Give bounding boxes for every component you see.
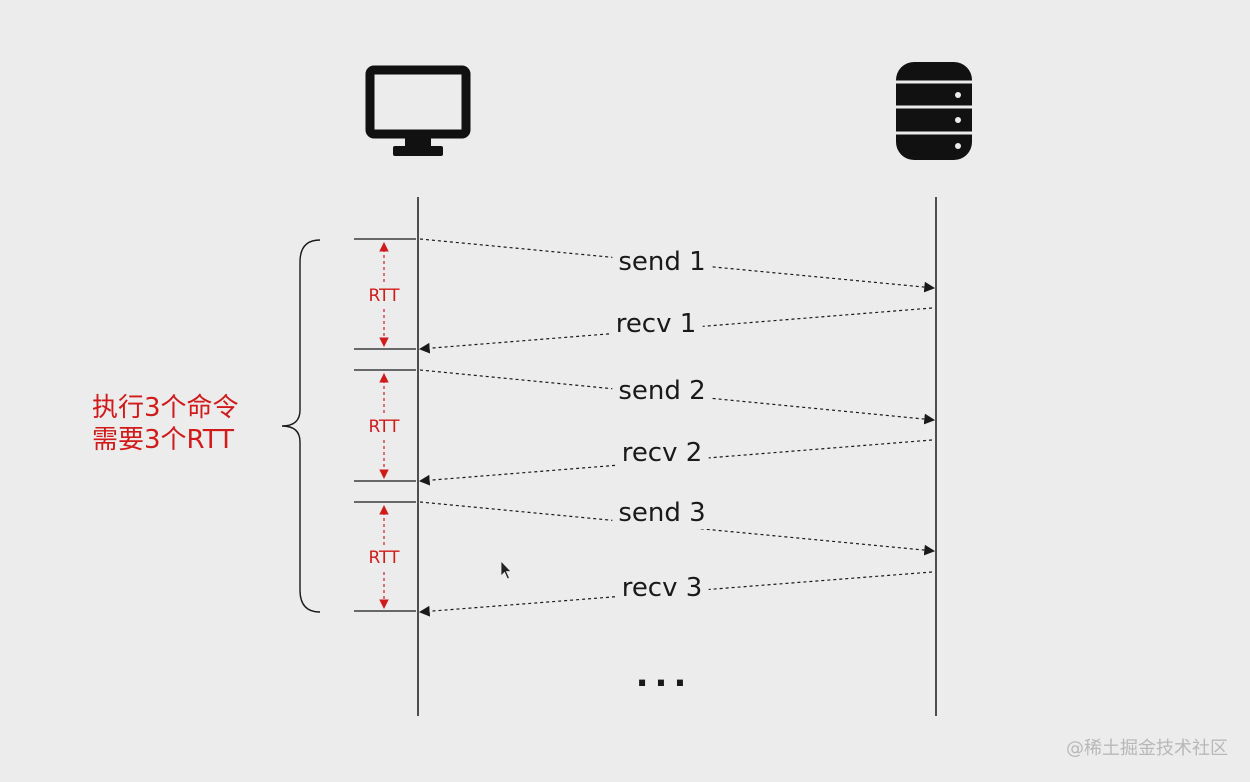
watermark: @稀土掘金技术社区 (1066, 738, 1228, 759)
message-label-recv-3: recv 3 (615, 572, 709, 604)
message-label-send-3: send 3 (612, 497, 712, 529)
rtt-label-2: RTT (368, 416, 400, 438)
message-arrow-recv-3 (418, 571, 933, 617)
summary-line-2: 需要3个RTT (92, 425, 235, 455)
rtt-ticks (354, 238, 416, 612)
rtt-label-1: RTT (368, 285, 400, 307)
summary-line-1: 执行3个命令 (92, 393, 239, 423)
summary-annotation: 执行3个命令 需要3个RTT (92, 392, 239, 456)
message-label-recv-2: recv 2 (615, 437, 709, 469)
monitor-icon (365, 65, 471, 156)
message-label-send-1: send 1 (612, 246, 712, 278)
continuation-ellipsis: ... (635, 655, 693, 695)
message-arrow-recv-2 (418, 439, 933, 486)
database-server-icon (896, 62, 972, 160)
mouse-cursor-icon (500, 560, 512, 580)
grouping-brace (281, 239, 321, 613)
rtt-label-3: RTT (368, 547, 400, 569)
message-label-recv-1: recv 1 (609, 308, 703, 340)
message-arrow-recv-1 (418, 307, 933, 354)
message-label-send-2: send 2 (612, 375, 712, 407)
